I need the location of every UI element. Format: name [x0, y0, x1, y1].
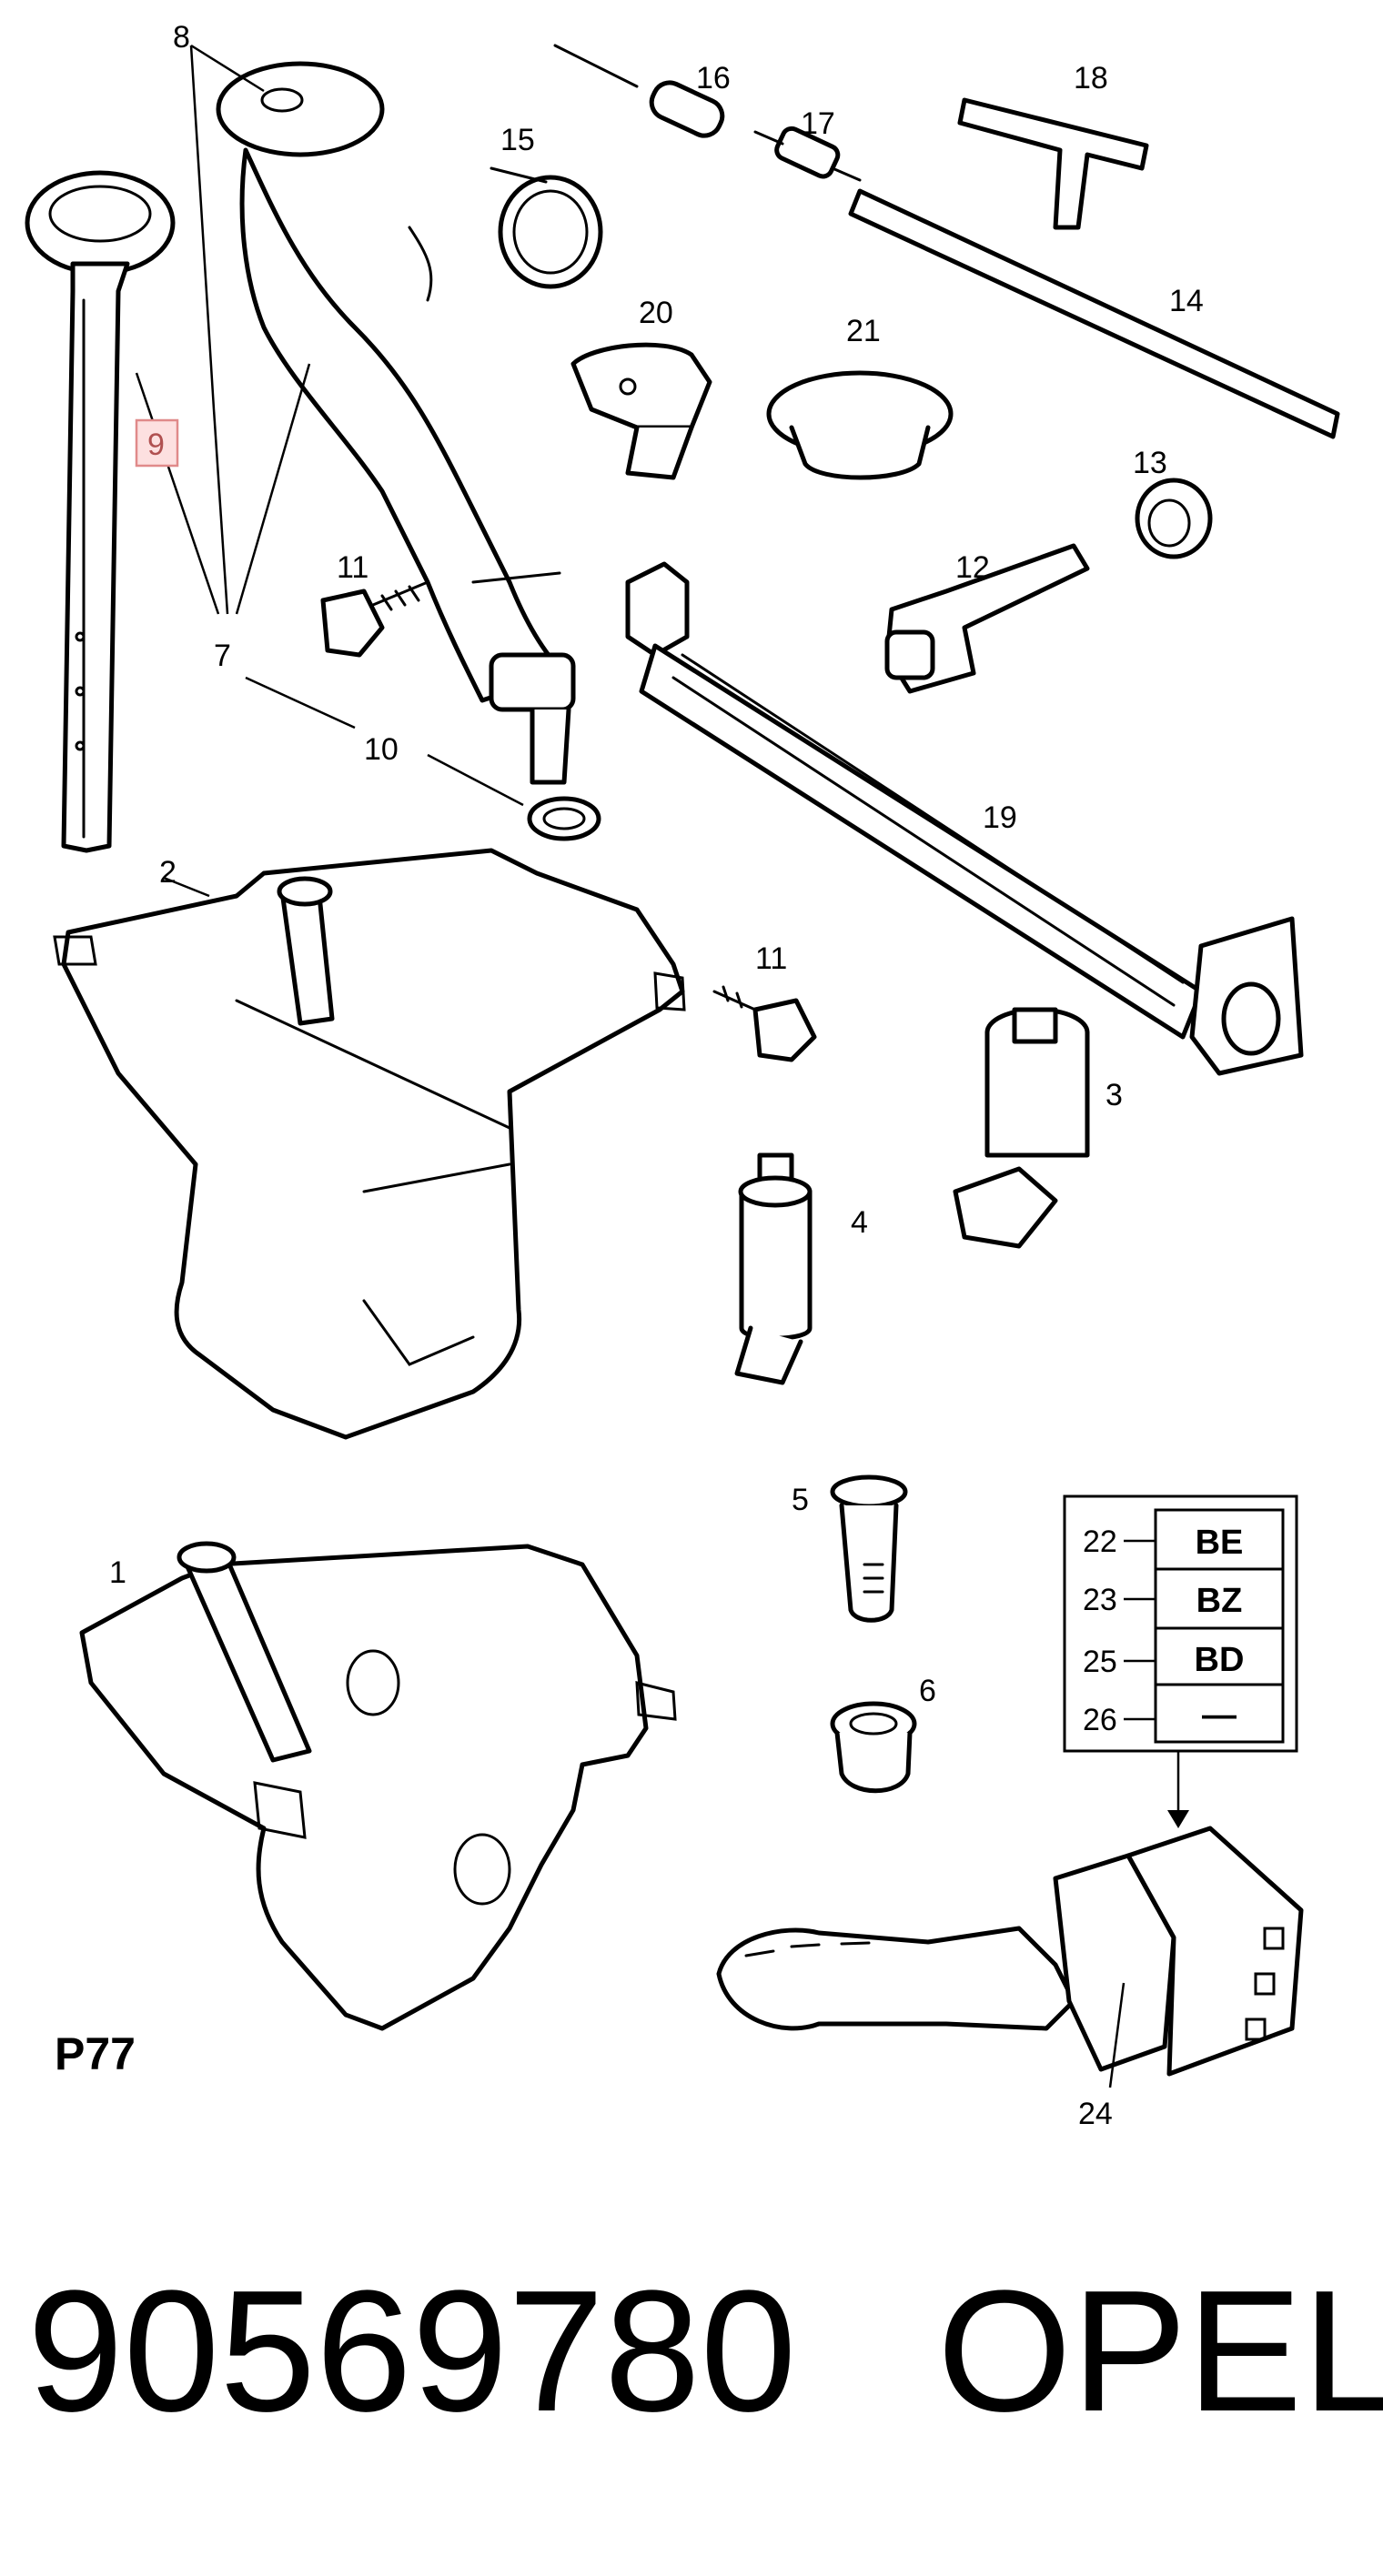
callout-17: 17: [801, 106, 835, 141]
item-4-washer-pump-small[interactable]: [734, 1152, 813, 1385]
callout-10: 10: [364, 732, 399, 767]
item-3-washer-pump[interactable]: [953, 1007, 1090, 1249]
legend-code-bd: BD: [1195, 1641, 1245, 1679]
item-19-cable-conduit[interactable]: [625, 561, 1304, 1076]
callout-7: 7: [214, 639, 231, 673]
item-24-wiper-switch[interactable]: [716, 1826, 1304, 2077]
callout-3: 3: [1105, 1078, 1123, 1112]
leader-lines: [135, 44, 1126, 2088]
item-15-hose-clip[interactable]: [490, 166, 603, 289]
item-1-reservoir[interactable]: [79, 1541, 677, 2031]
callout-1: 1: [109, 1555, 126, 1590]
callout-5: 5: [792, 1483, 809, 1517]
legend-frame: [1063, 1494, 1298, 1753]
item-20-washer-nozzle[interactable]: [570, 342, 712, 480]
callout-11-upper: 11: [337, 550, 368, 585]
diagram-reference: P77: [55, 2028, 136, 2079]
variant-legend: 22 BE 23 BZ 25 BD 26 —: [1063, 1494, 1298, 1828]
callout-8: 8: [173, 20, 190, 55]
part-number: 90569780: [27, 2255, 796, 2448]
legend-num-23: 23: [1083, 1583, 1117, 1617]
callout-2: 2: [159, 855, 177, 890]
item-14-hose[interactable]: [848, 188, 1340, 439]
item-12-connector[interactable]: [884, 543, 1090, 694]
legend-num-22: 22: [1083, 1524, 1117, 1559]
item-16-hose-connector[interactable]: [553, 44, 728, 141]
callout-12: 12: [955, 550, 990, 585]
callout-4: 4: [851, 1205, 868, 1240]
item-17-check-valve[interactable]: [753, 126, 862, 182]
callout-24: 24: [1078, 2097, 1113, 2131]
item-18-t-connector[interactable]: [957, 97, 1149, 230]
item-11-screw-lower[interactable]: [712, 985, 817, 1062]
item-5-filter[interactable]: [830, 1474, 908, 1623]
legend-code-none: —: [1202, 1696, 1237, 1735]
callout-14: 14: [1169, 284, 1204, 318]
callout-6: 6: [919, 1674, 936, 1708]
item-2-reservoir[interactable]: [53, 848, 686, 1440]
callout-21: 21: [846, 314, 881, 348]
item-10-seal-ring[interactable]: [527, 796, 601, 841]
item-13-grommet-small[interactable]: [1135, 478, 1213, 559]
item-21-grommet[interactable]: [766, 370, 954, 480]
legend-num-26: 26: [1083, 1703, 1117, 1737]
callout-9: 9: [147, 428, 165, 462]
callout-16: 16: [696, 61, 731, 96]
callout-13: 13: [1133, 446, 1167, 480]
callout-11-lower: 11: [755, 941, 787, 976]
callout-9-highlight: [135, 418, 179, 468]
callout-20: 20: [639, 296, 673, 330]
legend-code-be: BE: [1196, 1524, 1244, 1562]
legend-code-bz: BZ: [1196, 1582, 1243, 1620]
item-8-filler-neck[interactable]: [216, 61, 576, 785]
callout-18: 18: [1074, 61, 1108, 96]
item-6-grommet[interactable]: [830, 1701, 917, 1794]
callout-15: 15: [500, 123, 535, 157]
brand-name: OPEL: [937, 2255, 1383, 2448]
item-9-level-cap[interactable]: [25, 170, 176, 853]
callout-19: 19: [983, 800, 1017, 835]
item-11-screw-upper[interactable]: [320, 580, 429, 658]
legend-arrow-icon: [1167, 1810, 1189, 1828]
legend-num-25: 25: [1083, 1645, 1117, 1679]
